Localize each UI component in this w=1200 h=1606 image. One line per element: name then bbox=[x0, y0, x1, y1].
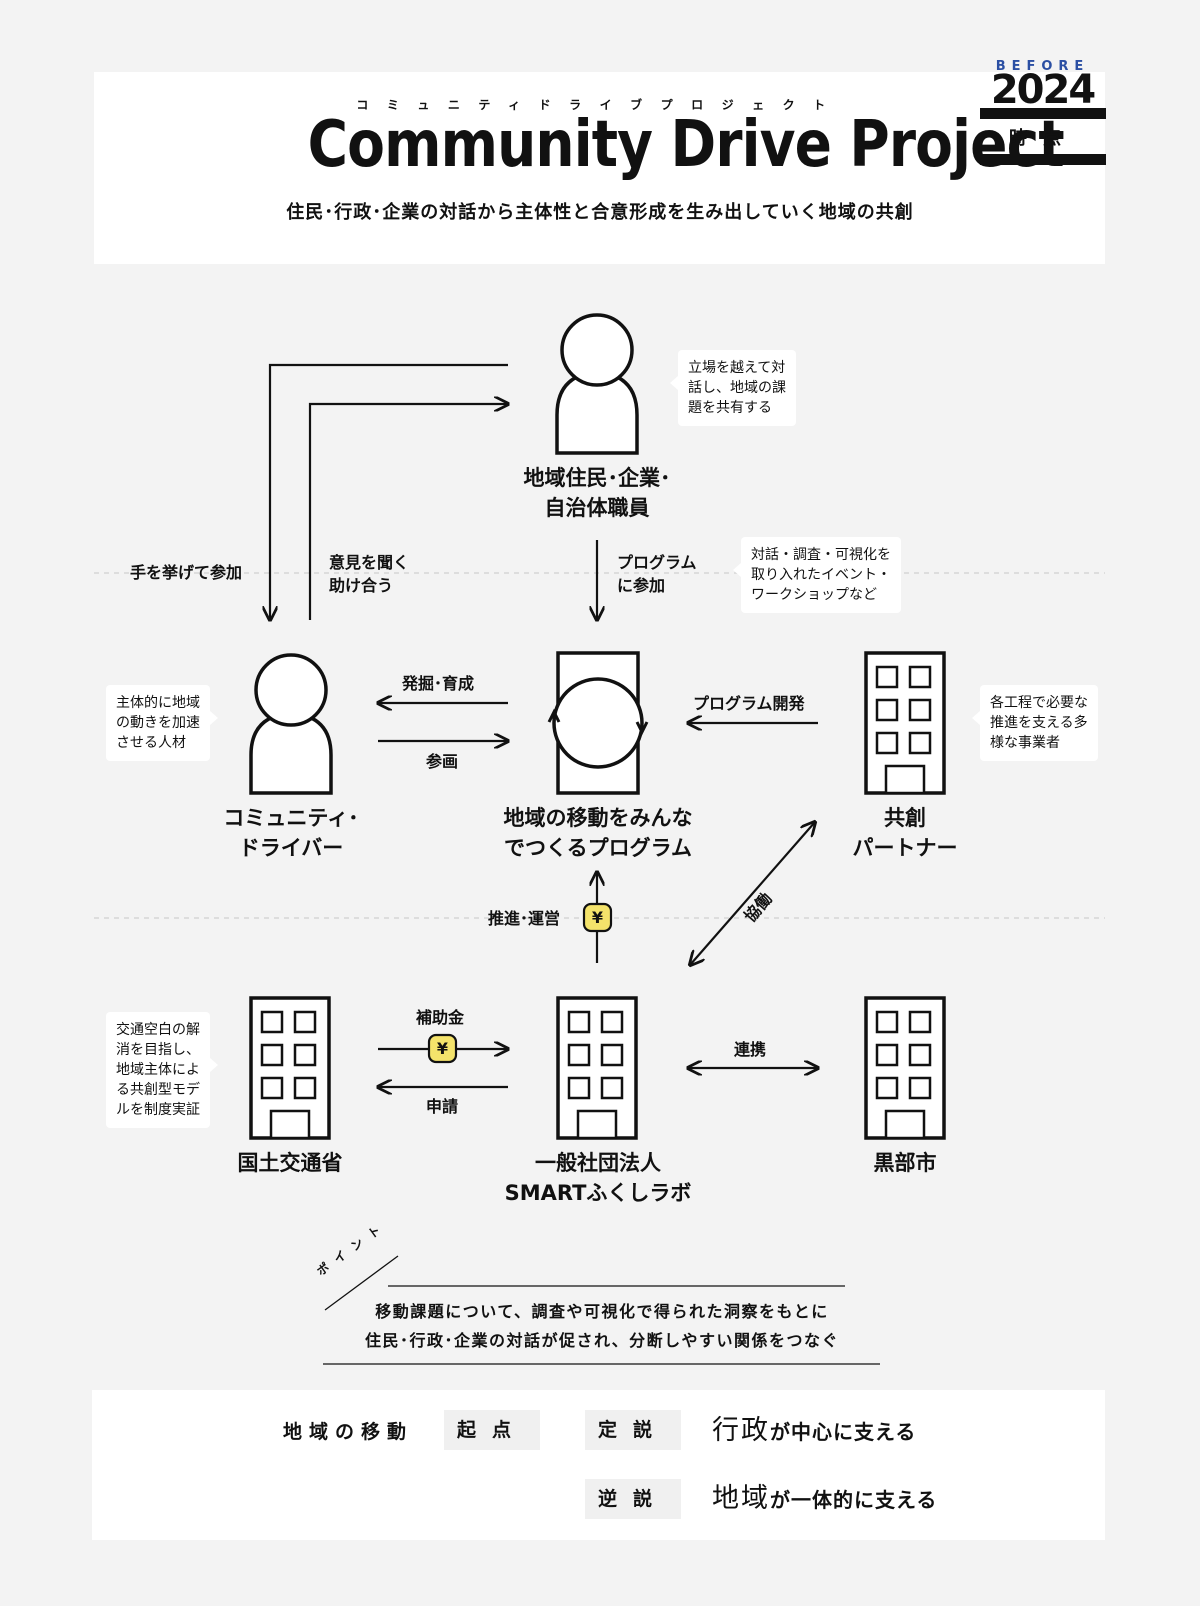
driver-person-icon bbox=[249, 653, 333, 795]
ministry-building-icon bbox=[249, 996, 331, 1140]
arrow-cooperate bbox=[690, 822, 815, 965]
bubble-ministry: 交通空白の解消を目指し、地域主体による共創型モデルを制度実証 bbox=[106, 1012, 218, 1128]
point-line-2: 住民･行政･企業の対話が促され、分断しやすい関係をつなぐ bbox=[364, 1331, 839, 1350]
arrow-raise-hand bbox=[270, 363, 508, 620]
page-subtitle: 住民･行政･企業の対話から主体性と合意形成を生み出していく地域の共創 bbox=[286, 202, 914, 223]
partner-building-icon bbox=[864, 651, 946, 795]
edge-discover-label: 発掘･育成 bbox=[402, 674, 475, 693]
badge-bar-bottom bbox=[980, 154, 1106, 165]
summary-origin: 起点 bbox=[444, 1410, 540, 1450]
badge-bar-top bbox=[980, 108, 1106, 119]
title-ruby: コミュニティドライブプロジェクト bbox=[356, 98, 844, 112]
summary-topic: 地域の移動 bbox=[283, 1421, 414, 1443]
summary-thesis: 定説 bbox=[585, 1410, 681, 1450]
badge-before: BEFORE bbox=[995, 59, 1090, 74]
thesis-claim-big: 行政 bbox=[712, 1415, 770, 1446]
edge-plan-label: 参画 bbox=[426, 752, 459, 771]
node-program-label: 地域の移動をみんなでつくるプログラム bbox=[503, 806, 693, 860]
bubble-driver: 主体的に地域の動きを加速させる人材 bbox=[106, 685, 218, 761]
edge-apply-label: 申請 bbox=[426, 1097, 459, 1116]
antithesis-claim-rest: が一体的に支える bbox=[770, 1488, 938, 1512]
node-driver-label: コミュニティ･ドライバー bbox=[223, 806, 359, 860]
arrow-listen bbox=[308, 404, 508, 620]
summary-antithesis: 逆説 bbox=[585, 1479, 681, 1519]
edge-program-dev-label: プログラム開発 bbox=[693, 694, 805, 713]
thesis-claim-rest: が中心に支える bbox=[770, 1420, 917, 1444]
point-line-1: 移動課題について、調査や可視化で得られた洞察をもとに bbox=[375, 1302, 829, 1321]
edge-raise-hand-label: 手を挙げて参加 bbox=[130, 563, 243, 582]
thesis-claim: 行政が中心に支える bbox=[712, 1408, 916, 1447]
point-tag-rule bbox=[324, 1255, 399, 1311]
edge-subsidy-label: 補助金 bbox=[416, 1008, 465, 1027]
city-building-icon bbox=[864, 996, 946, 1140]
node-ministry-label: 国土交通省 bbox=[237, 1151, 343, 1175]
node-city-label: 黒部市 bbox=[873, 1151, 937, 1175]
yen-symbol: ¥ bbox=[436, 1039, 449, 1058]
yen-coin-icon bbox=[427, 1033, 458, 1064]
node-partner-label: 共創パートナー bbox=[852, 806, 958, 860]
node-residents-label: 地域住民･企業･自治体職員 bbox=[523, 466, 671, 520]
residents-person-icon bbox=[555, 313, 639, 455]
edge-listen-label: 意見を聞く助け合う bbox=[329, 553, 410, 595]
badge-year: 2024 bbox=[990, 67, 1096, 113]
yen-symbol: ¥ bbox=[591, 908, 604, 927]
bubble-program: 対話・調査・可視化を取り入れたイベント・ワークショップなど bbox=[733, 537, 901, 613]
edge-link-label: 連携 bbox=[734, 1040, 767, 1059]
badge-time: 時点 bbox=[1009, 128, 1077, 149]
yen-coin-icon bbox=[582, 902, 613, 933]
antithesis-claim-big: 地域 bbox=[712, 1483, 770, 1514]
bubble-residents: 立場を越えて対話し、地域の課題を共有する bbox=[670, 350, 796, 426]
edge-join-program-label: プログラムに参加 bbox=[617, 553, 697, 595]
header-card bbox=[94, 72, 1105, 264]
bubble-partner: 各工程で必要な推進を支える多様な事業者 bbox=[972, 685, 1098, 761]
edge-promote-label: 推進･運営 bbox=[488, 909, 561, 928]
lab-building-icon bbox=[556, 996, 638, 1140]
antithesis-claim: 地域が一体的に支える bbox=[712, 1476, 937, 1515]
program-cycle-icon bbox=[547, 651, 649, 795]
